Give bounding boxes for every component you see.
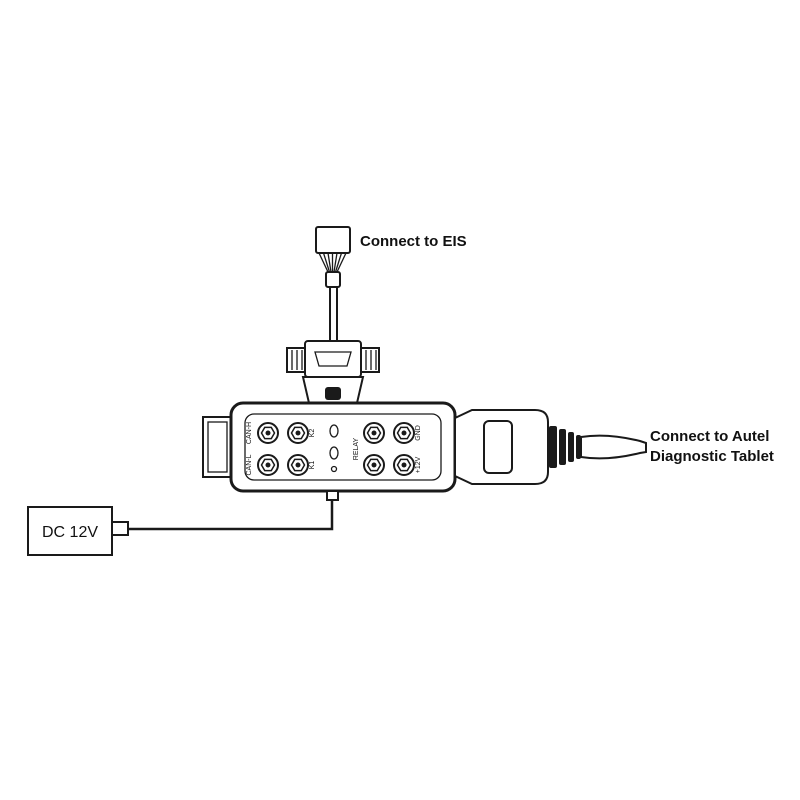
dc-box [27, 506, 113, 556]
dc-plug [111, 521, 129, 536]
device-panel [244, 413, 442, 481]
screw-terminal-relay2 [363, 454, 385, 476]
label-connect-tablet-line1: Connect to Autel [650, 428, 769, 445]
screw-terminal-k2 [287, 422, 309, 444]
tablet-cable [580, 434, 647, 460]
main-device: CAN-H CAN-L K2 K1 RELAY GND +12V [202, 401, 457, 493]
device-body [229, 401, 457, 493]
screw-terminal-k1 [287, 454, 309, 476]
strain-relief-rib-2 [559, 429, 566, 465]
strain-relief-rib-1 [549, 426, 557, 468]
eis-cable [329, 286, 338, 344]
latch-button [325, 387, 341, 400]
screw-terminal-relay [363, 422, 385, 444]
db-connector [286, 340, 380, 404]
eis-plug-body [315, 226, 351, 254]
eis-wire-bundle [318, 252, 347, 273]
screw-terminal-can-l [257, 454, 279, 476]
obd-window [483, 420, 513, 474]
indicator-led-top [329, 424, 339, 438]
terminal-label-12v: +12V [415, 456, 422, 473]
strain-relief-rib-3 [568, 432, 574, 462]
db-pin-shroud [314, 351, 352, 367]
eis-connector [315, 226, 351, 344]
screw-terminal-can-h [257, 422, 279, 444]
dc-stub-connector [326, 490, 339, 501]
dc-label: DC 12V [42, 524, 98, 541]
terminal-label-k1: K1 [309, 461, 316, 470]
label-connect-eis: Connect to EIS [360, 233, 467, 250]
device-left-cap-inner [207, 421, 228, 473]
indicator-led-bottom [329, 446, 339, 460]
screw-terminal-12v [393, 454, 415, 476]
label-connect-tablet-line2: Diagnostic Tablet [650, 448, 774, 465]
terminal-label-gnd: GND [415, 425, 422, 441]
obd-connector [454, 409, 647, 485]
terminal-label-relay: RELAY [353, 437, 360, 460]
db-body [304, 340, 362, 378]
indicator-dot [330, 465, 338, 473]
screw-terminal-gnd [393, 422, 415, 444]
terminal-label-can-l: CAN-L [246, 454, 253, 475]
eis-cable-sleeve [325, 271, 341, 288]
terminal-label-can-h: CAN-H [246, 422, 253, 444]
terminal-label-k2: K2 [309, 429, 316, 438]
dc-wire [128, 500, 334, 531]
dc-power: DC 12V [27, 490, 339, 556]
strain-relief-rib-4 [576, 435, 581, 459]
